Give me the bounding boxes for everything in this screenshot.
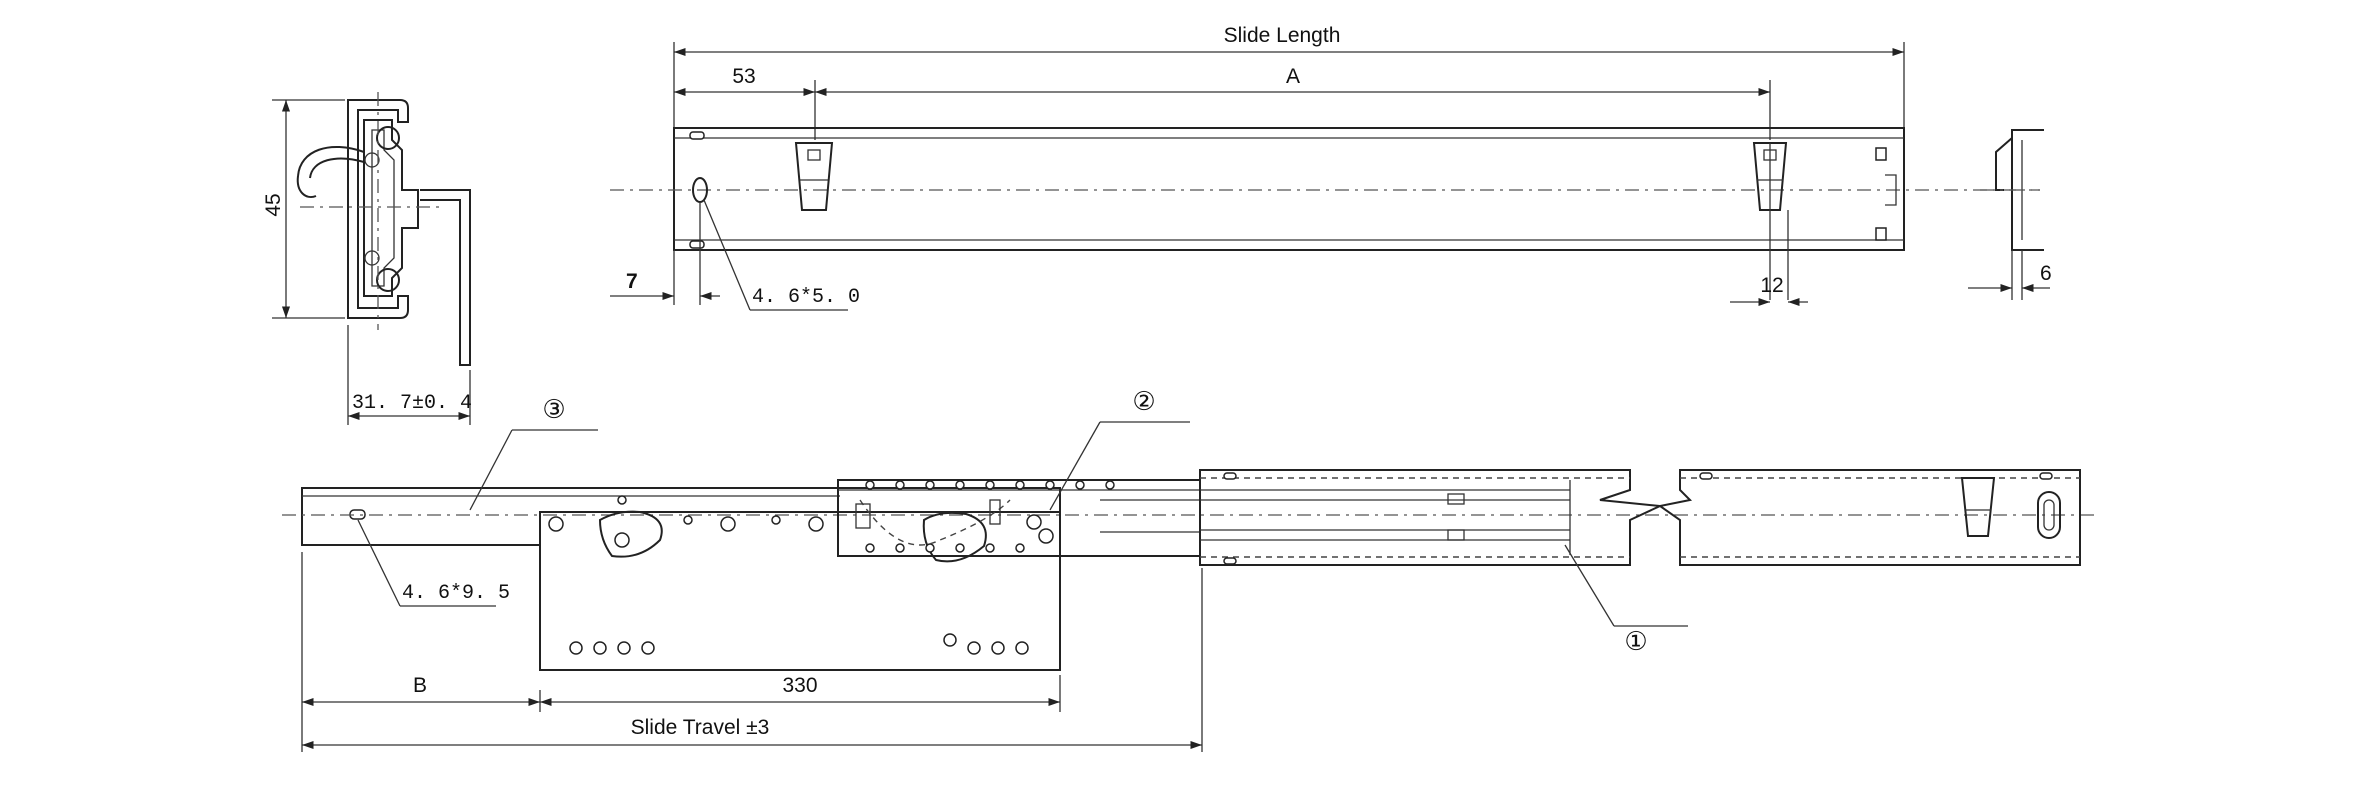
callout-2-label: ②: [1132, 387, 1155, 417]
bracket-holes: [548, 495, 1054, 655]
dim-330-label: 330: [782, 674, 817, 697]
callout-1-label: ①: [1624, 627, 1647, 657]
dim-12-label: 12: [1760, 274, 1783, 297]
dim-slide-travel-label: Slide Travel ±3: [631, 716, 770, 739]
dim-53-label: 53: [732, 65, 755, 88]
dim-7-label: 7: [626, 270, 638, 293]
cross-section-view: 45 31. 7±0. 4: [262, 92, 472, 425]
dim-width-label: 31. 7±0. 4: [352, 392, 472, 415]
outer-rail-top-view: Slide Length 53 A: [610, 24, 2052, 311]
dim-A-label: A: [1286, 65, 1300, 88]
extended-slide-side-view: ③ ② ① 4. 6*9. 5 B 330 Slide Travel ±3: [282, 387, 2100, 752]
dim-6-label: 6: [2040, 262, 2052, 285]
dim-slide-length-label: Slide Length: [1224, 24, 1341, 47]
front-hole-size-label: 4. 6*5. 0: [752, 286, 860, 309]
intermediate-ball-retainer: [865, 480, 1115, 553]
member-hole-size-label: 4. 6*9. 5: [402, 582, 510, 605]
callout-3-label: ③: [542, 395, 565, 425]
dim-45-label: 45: [262, 193, 285, 216]
dim-B-label: B: [413, 674, 427, 697]
